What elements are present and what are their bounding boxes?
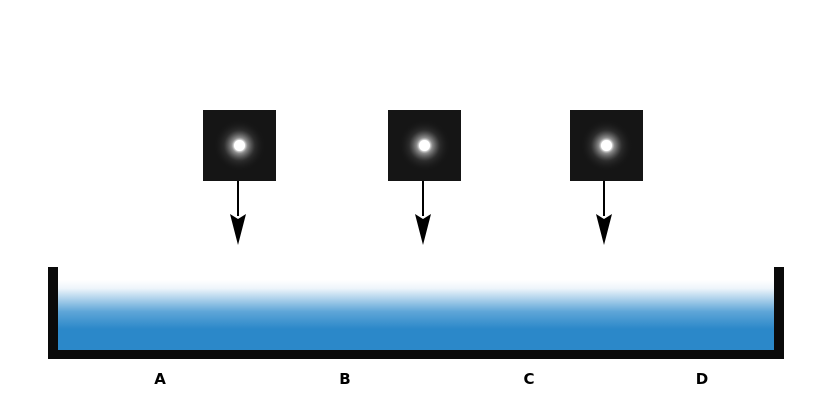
liquid: [58, 280, 774, 350]
tank-left-wall: [48, 267, 58, 359]
zone-label-c: C: [523, 370, 534, 388]
light-point: [234, 140, 245, 151]
arrow-1: [230, 181, 246, 245]
zone-label-b: B: [339, 370, 350, 388]
arrow-head: [230, 214, 246, 245]
light-point: [419, 140, 430, 151]
zone-label-a: A: [154, 370, 166, 388]
tank-right-wall: [774, 267, 784, 359]
arrow-head: [415, 214, 431, 245]
tank-bottom: [48, 350, 784, 359]
light-source-1: [203, 110, 276, 181]
zone-label-d: D: [696, 370, 708, 388]
arrow-head: [596, 214, 612, 245]
liquid-tank: [48, 267, 784, 359]
light-source-3: [570, 110, 643, 181]
arrow-3: [596, 181, 612, 245]
arrow-2: [415, 181, 431, 245]
light-source-2: [388, 110, 461, 181]
light-point: [601, 140, 612, 151]
